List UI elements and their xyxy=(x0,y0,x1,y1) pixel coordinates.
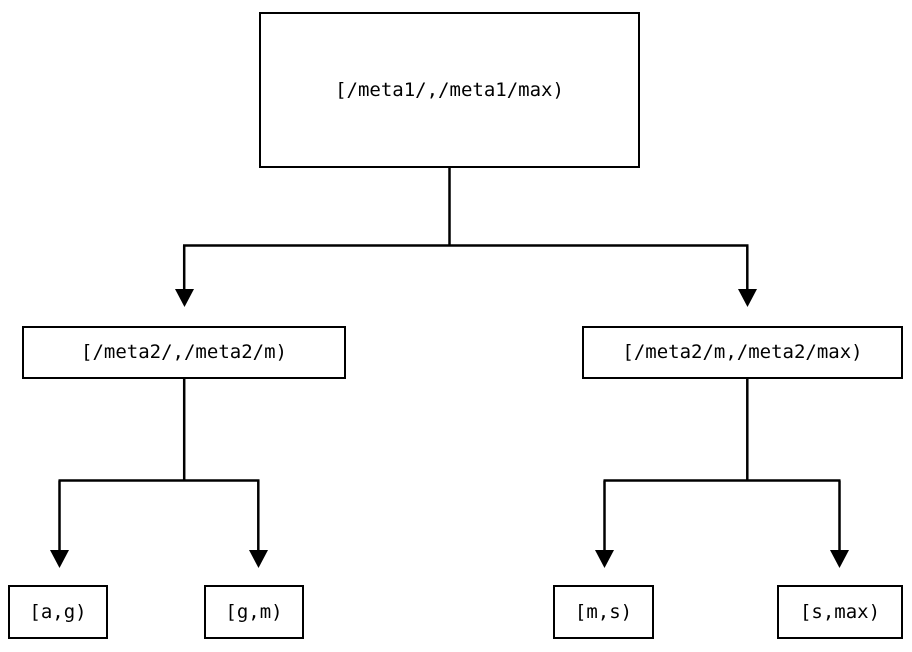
arrowhead-to-leaf-3 xyxy=(595,550,614,568)
tree-node-leaf-3[interactable]: [m,s) xyxy=(553,585,654,639)
arrowhead-to-leaf-2 xyxy=(249,550,268,568)
tree-node-leaf-1[interactable]: [a,g) xyxy=(8,585,108,639)
arrowhead-to-leaf-4 xyxy=(830,550,849,568)
tree-node-mid-left-label: [/meta2/,/meta2/m) xyxy=(81,341,287,363)
tree-node-leaf-2-label: [g,m) xyxy=(225,600,283,623)
tree-node-mid-right-label: [/meta2/m,/meta2/max) xyxy=(622,341,863,363)
arrowhead-to-leaf-1 xyxy=(50,550,69,568)
tree-node-root-label: [/meta1/,/meta1/max) xyxy=(335,78,564,101)
arrowhead-to-mid-right xyxy=(738,289,757,307)
tree-node-mid-right[interactable]: [/meta2/m,/meta2/max) xyxy=(582,326,903,379)
tree-node-leaf-2[interactable]: [g,m) xyxy=(204,585,304,639)
tree-node-leaf-3-label: [m,s) xyxy=(574,600,633,623)
tree-node-mid-left[interactable]: [/meta2/,/meta2/m) xyxy=(22,326,346,379)
tree-node-leaf-1-label: [a,g) xyxy=(29,600,87,623)
tree-node-leaf-4[interactable]: [s,max) xyxy=(777,585,903,639)
tree-node-leaf-4-label: [s,max) xyxy=(799,600,881,623)
arrowhead-to-mid-left xyxy=(175,289,194,307)
edge-midright-to-leaves xyxy=(595,379,849,568)
tree-node-root[interactable]: [/meta1/,/meta1/max) xyxy=(259,12,640,168)
edge-root-to-midlevel xyxy=(175,168,757,307)
edge-midleft-to-leaves xyxy=(50,379,268,568)
